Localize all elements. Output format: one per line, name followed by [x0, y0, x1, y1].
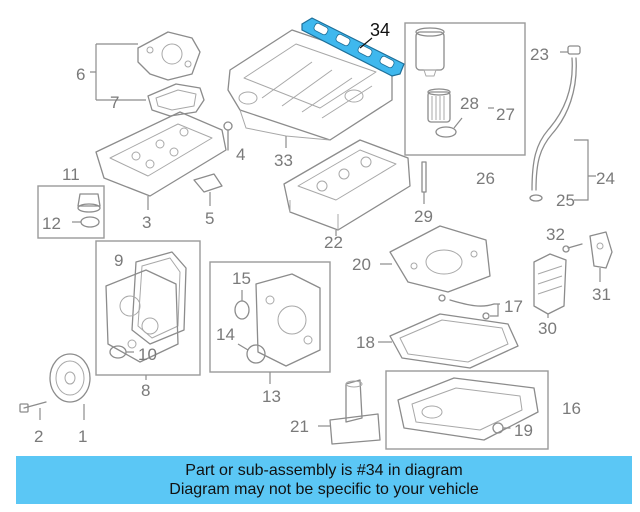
- part-29-sensor: [421, 161, 427, 204]
- part-28-o-ring: [435, 117, 463, 138]
- label-30: 30: [538, 319, 557, 338]
- part-2-bolt: [19, 401, 47, 420]
- label-13: 13: [262, 387, 281, 406]
- group-box-11: [37, 185, 105, 239]
- part-26-oil-filter-housing: [415, 27, 445, 77]
- label-6: 6: [76, 65, 85, 84]
- label-20: 20: [352, 255, 371, 274]
- part-12-seal: [72, 216, 100, 228]
- part-6-cover-plate: [137, 31, 201, 81]
- part-3-valve-cover: [95, 111, 227, 197]
- label-7: 7: [110, 93, 119, 112]
- group-box-13: [209, 261, 331, 373]
- parts-diagram: 34 6 7 4 33 11 12 3 5 22 26 27 28 23 24 …: [19, 17, 615, 450]
- part-15-seal: [234, 290, 250, 320]
- label-3: 3: [142, 213, 151, 232]
- label-11: 11: [62, 165, 80, 184]
- label-31: 31: [592, 285, 611, 304]
- part-23-dipstick-handle: [560, 45, 581, 55]
- part-20-timing-cover: [389, 225, 491, 293]
- part-17-gasket: [438, 294, 500, 320]
- label-4: 4: [236, 145, 245, 164]
- label-25: 25: [556, 191, 575, 210]
- part-30-oil-cooler: [533, 253, 567, 318]
- label-9: 9: [114, 251, 123, 270]
- part-31-gasket: [589, 231, 613, 282]
- label-17: 17: [504, 297, 523, 316]
- part-21-oil-pump-pickup: [318, 379, 381, 445]
- label-29: 29: [414, 207, 433, 226]
- label-15: 15: [232, 269, 251, 288]
- label-23: 23: [530, 45, 549, 64]
- label-14: 14: [216, 325, 235, 344]
- group-box-16: [385, 370, 549, 450]
- label-16: 16: [562, 399, 581, 418]
- group-box-8: [95, 240, 201, 376]
- info-banner: Part or sub-assembly is #34 in diagram D…: [16, 456, 632, 504]
- part-24-dipstick-tube: [531, 57, 596, 201]
- part-1-crank-pulley: [49, 353, 91, 420]
- label-2: 2: [34, 427, 43, 446]
- part-19-drain-plug: [492, 422, 511, 434]
- label-34: 34: [370, 20, 390, 40]
- part-33-intake-manifold: [227, 29, 393, 141]
- label-28: 28: [460, 94, 479, 113]
- part-16-oil-pan: [397, 377, 539, 441]
- part-34-manifold-gasket: [301, 17, 405, 77]
- part-22-cylinder-head: [283, 139, 411, 231]
- banner-line-1: Part or sub-assembly is #34 in diagram: [185, 462, 463, 479]
- label-8: 8: [141, 381, 150, 400]
- part-14-seal: [237, 343, 266, 364]
- label-1: 1: [78, 427, 87, 446]
- part-11-cap: [77, 193, 101, 213]
- part-8-timing-cover: [105, 269, 179, 363]
- label-10: 10: [138, 345, 157, 364]
- part-5-bracket: [193, 173, 223, 206]
- part-18-oil-pan-gasket: [389, 313, 519, 369]
- label-27: 27: [496, 105, 515, 124]
- label-21: 21: [290, 417, 309, 436]
- part-32-bolt: [562, 243, 583, 253]
- part-4-bolt: [223, 121, 233, 151]
- part-13-cover: [255, 273, 321, 367]
- part-25-washer: [529, 194, 543, 202]
- label-12: 12: [42, 214, 61, 233]
- label-24: 24: [596, 169, 615, 188]
- label-32: 32: [546, 225, 565, 244]
- label-26: 26: [476, 169, 495, 188]
- label-33: 33: [274, 151, 293, 170]
- label-22: 22: [324, 233, 343, 252]
- group-box-26: [404, 22, 526, 156]
- part-10-seal: [109, 345, 134, 359]
- part-7-gasket: [147, 83, 205, 117]
- label-19: 19: [514, 421, 533, 440]
- label-5: 5: [205, 209, 214, 228]
- label-18: 18: [356, 333, 375, 352]
- banner-line-2: Diagram may not be specific to your vehi…: [169, 481, 479, 498]
- part-27-filter-element: [427, 88, 451, 123]
